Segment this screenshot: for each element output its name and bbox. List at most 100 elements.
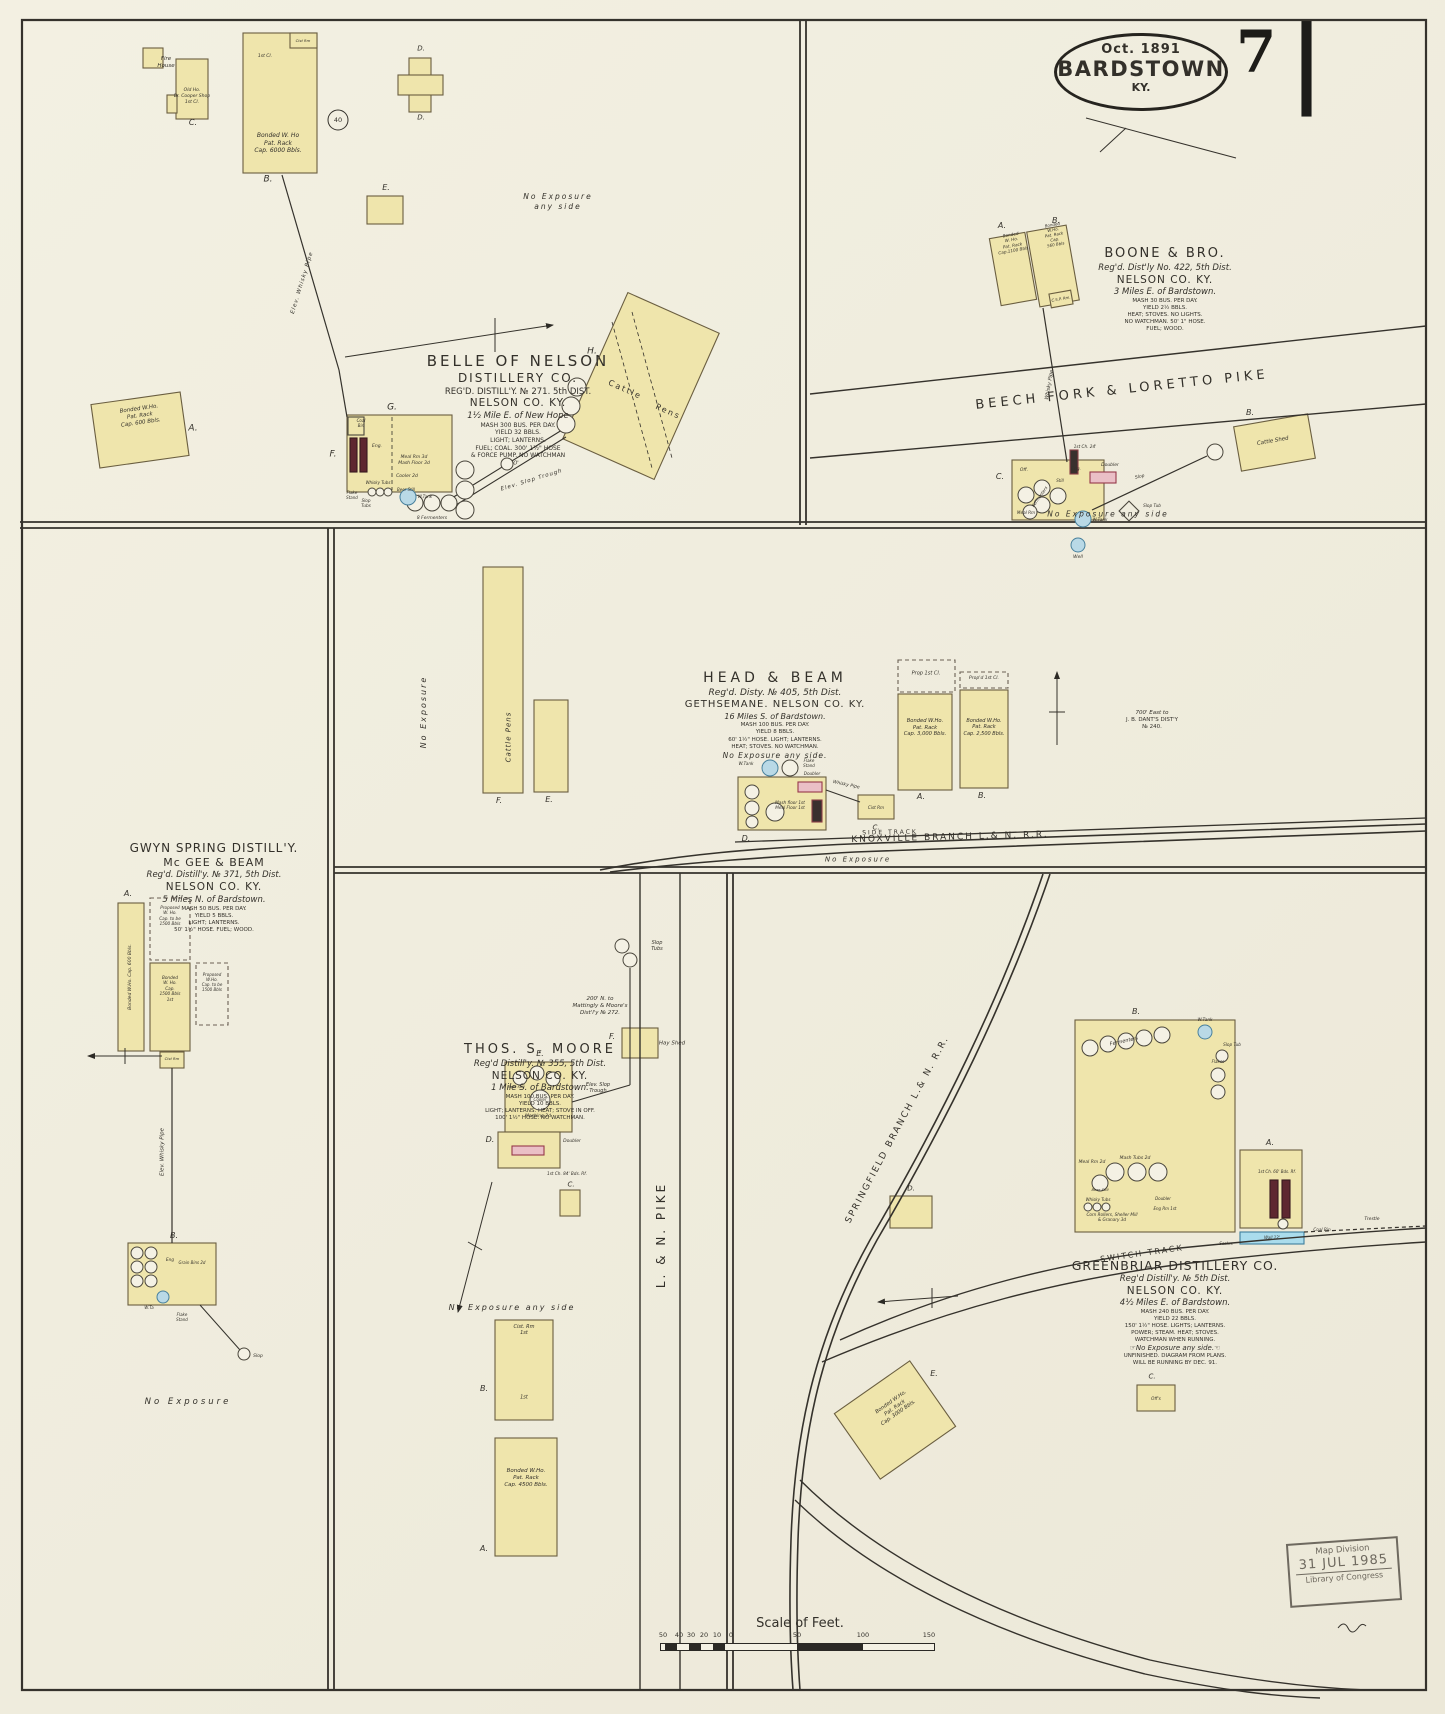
head-beam-title-line: 60' 1½" HOSE. LIGHT; LANTERNS.: [728, 736, 822, 743]
boone-bro-title-line: NO WATCHMAN. 50' 1" HOSE.: [1124, 318, 1206, 325]
moore-slop-tub-1: [614, 938, 630, 954]
switch-track-2: [821, 1241, 1427, 1363]
label-chimney-moore: 1st Ch. 84' Bds. Rf.: [547, 1170, 587, 1176]
moore-cooler: [529, 1089, 551, 1111]
label-a-moore: A.: [479, 1544, 489, 1553]
side-track-line: [734, 817, 1427, 843]
label-wta-gwyn: W.Ta: [144, 1305, 154, 1310]
hb-bonded-a-note-line: Bonded W.Ho.: [906, 718, 944, 724]
greenbriar-title-line: ☞No Exposure any side.☜: [1129, 1344, 1221, 1353]
mash-floor-hb-note-line: Mash floor 1st: [775, 800, 805, 805]
scale-tick: 50: [658, 1631, 668, 1639]
scale-tick: 40: [674, 1631, 684, 1639]
scale-tick: 0: [728, 1631, 734, 1639]
beech-pike-north: [809, 325, 1427, 395]
label-beer-still-moore: Beer Still: [507, 1084, 525, 1090]
gb-ferm-1: [1081, 1039, 1099, 1057]
beech-pike-south: [809, 403, 1427, 459]
trough-tub-3: [556, 414, 576, 434]
thos-moore-title-line: 100' 1½" HOSE. NO WATCHMAN.: [495, 1114, 585, 1121]
gwyn-water-tank: [156, 1290, 170, 1304]
label-b-hb: B.: [977, 791, 987, 800]
hb-tub-3: [745, 815, 759, 829]
mattingly-moore-note-line: 200' N. to: [586, 996, 614, 1002]
gb-mash-1: [1105, 1162, 1125, 1182]
border: [20, 18, 1428, 1692]
label-a-boone: A.: [997, 221, 1007, 230]
gwyn-proposed-2-note-line: Cap. to be: [201, 982, 223, 988]
scale-bar-segment: [797, 1643, 863, 1651]
flake-stand-gwyn-note-line: Flake: [176, 1312, 188, 1317]
greenbriar-title-line: NELSON CO. KY.: [1126, 1284, 1224, 1297]
label-chimney-gb: 1st Ch. 60' Bds. Rf.: [1257, 1169, 1297, 1174]
gwyn-spring-title-line: Reg'd. Distill'y. № 371, 5th Dist.: [146, 870, 282, 881]
moore-bonded-wh-note-line: Cap. 4500 Bbls.: [504, 1482, 548, 1489]
label-b-moore: B.: [479, 1384, 489, 1393]
dant-note-line: 700' East to: [1135, 710, 1169, 716]
boone-slop-tub: [1118, 500, 1140, 522]
pens-dash-1: [611, 321, 653, 469]
cooper-shop-note-line: Old Ho.: [183, 88, 201, 93]
label-whisky-tubs-gb: Whisky Tubs: [1085, 1197, 1111, 1202]
label-a-gb: A.: [1265, 1138, 1275, 1147]
map-date: Oct. 1891: [1101, 42, 1181, 57]
label-c-moore: C.: [567, 1180, 575, 1189]
whisky-pipe-belle-2: [338, 369, 348, 418]
moore-slop-tub-2: [622, 952, 638, 968]
gwyn-spring-title-line: NELSON CO. KY.: [165, 881, 263, 894]
boone-csp-annex: [1048, 289, 1074, 309]
gwyn-proposed-1-note-line: 1500 Bbls: [159, 921, 181, 927]
label-b-gb: B.: [1131, 1007, 1141, 1016]
label-no-exposure-gwyn: No Exposure: [144, 1396, 232, 1407]
gwyn-slop-circle: [237, 1347, 251, 1361]
label-no-exposure-knox: No Exposure: [824, 855, 892, 864]
boone-bro-title-line: YIELD 2½ BBLS.: [1143, 304, 1187, 311]
hb-tub-1: [744, 784, 760, 800]
dant-note-line: № 240.: [1142, 724, 1162, 731]
label-cooler-g: Cooler 2d: [396, 473, 418, 479]
gwyn-spring-title-line: MASH 50 BUS. PER DAY.: [181, 905, 247, 912]
label-o-mark: O': [513, 460, 519, 467]
label-grain-bins-gwyn: Grain Bins 2d: [178, 1260, 206, 1265]
label-d-bottom: D.: [417, 113, 425, 122]
warehouse-a-topleft: [90, 391, 190, 469]
gwyn-proposed-2-note-line: 1500 Bbls: [202, 987, 222, 993]
gb-annex-circle: [1277, 1218, 1289, 1230]
siding-southeast-2: [794, 1499, 1321, 1699]
surveyor-mark: [1337, 1623, 1367, 1633]
label-1st-moore: 1st: [520, 1394, 528, 1401]
greenbriar-title-line: 4½ Miles E. of Bardstown.: [1119, 1298, 1231, 1309]
whisky-pipe-hb: [825, 789, 861, 803]
corn-rollers-note: Corn Rollers, Sheller Mill& Granary 3d: [1086, 1212, 1137, 1223]
hb-cattle-pens-e: [533, 699, 569, 793]
flake-stand-g-note-line: Stand: [346, 495, 358, 501]
label-elev-whisky-pipe-gwyn: Elev. Whisky Pipe: [159, 1128, 166, 1176]
label-cattle-pens-hb: Cattle Pens: [504, 711, 513, 763]
gwyn-spring-title-line: Mc GEE & BEAM: [163, 856, 265, 870]
elev-slop-trough-moore-note-line: Trough: [589, 1088, 607, 1095]
meal-mash-note-line: Mash Floor 3d: [398, 460, 430, 466]
label-doubler-hb: Doubler: [803, 770, 821, 776]
hb-tub-2: [744, 800, 760, 816]
bonded-wh-b-note-line: Cap. 6000 Bbls.: [254, 147, 302, 155]
gwyn-tub-3: [130, 1260, 144, 1274]
boone-bro-title-line: FUEL; WOOD.: [1146, 325, 1184, 332]
thos-moore-title-line: LIGHT; LANTERNS. HEAT; STOVE IN OFF.: [485, 1107, 595, 1114]
greenbriar-title-line: WATCHMAN WHEN RUNNING.: [1134, 1337, 1216, 1344]
label-bonded-a1-gwyn: Bonded W.Ho. Cap. 600 Bbls.: [127, 944, 133, 1010]
greenbriar-title-line: MASH 240 BUS. PER DAY.: [1140, 1309, 1210, 1316]
gb-slop-tub: [1215, 1049, 1229, 1063]
pens-dash-2: [631, 311, 673, 459]
label-wtank-boone: W.Tank: [1092, 516, 1108, 522]
siding-southeast-1: [799, 1479, 1366, 1691]
trough-tub-1: [567, 377, 587, 397]
hb-flake-stand: [781, 759, 799, 777]
label-b-cattle-shed: B.: [1245, 408, 1255, 417]
